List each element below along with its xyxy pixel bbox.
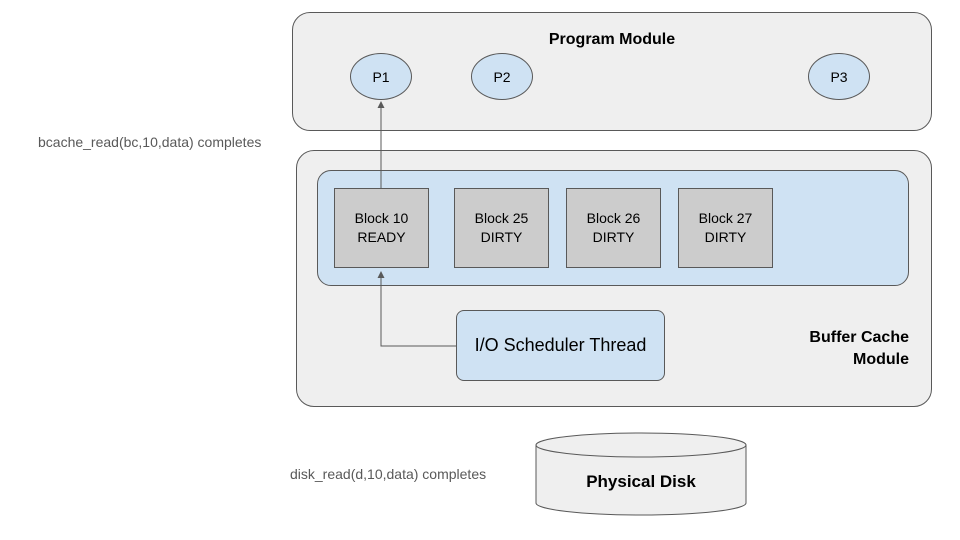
block-25: Block 25 DIRTY [454,188,549,268]
block-state: READY [357,229,406,245]
block-name: Block 27 [698,210,753,226]
program-module-title: Program Module [548,31,676,48]
block-state: DIRTY [480,229,523,245]
block-10: Block 10 READY [334,188,429,268]
process-p3: P3 [808,53,870,100]
buffer-cache-title-line2: Module [853,351,909,368]
block-state: DIRTY [704,229,747,245]
block-27: Block 27 DIRTY [678,188,773,268]
disk-read-annotation: disk_read(d,10,data) completes [290,466,487,482]
physical-disk-label: Physical Disk [586,472,696,491]
process-p1: P1 [350,53,412,100]
process-p2: P2 [471,53,533,100]
block-name: Block 25 [474,210,529,226]
block-name: Block 10 [354,210,409,226]
bcache-read-annotation: bcache_read(bc,10,data) completes [38,134,262,150]
buffer-cache-title-line1: Buffer Cache [809,329,909,346]
block-26: Block 26 DIRTY [566,188,661,268]
block-state: DIRTY [592,229,635,245]
disk-top [535,432,747,458]
io-scheduler-thread: I/O Scheduler Thread [456,310,665,381]
buffer-cache-module-title: Buffer Cache Module [809,327,909,371]
disk-body [535,445,747,516]
arrow-io-thread-to-block10 [377,271,456,347]
block-name: Block 26 [586,210,641,226]
